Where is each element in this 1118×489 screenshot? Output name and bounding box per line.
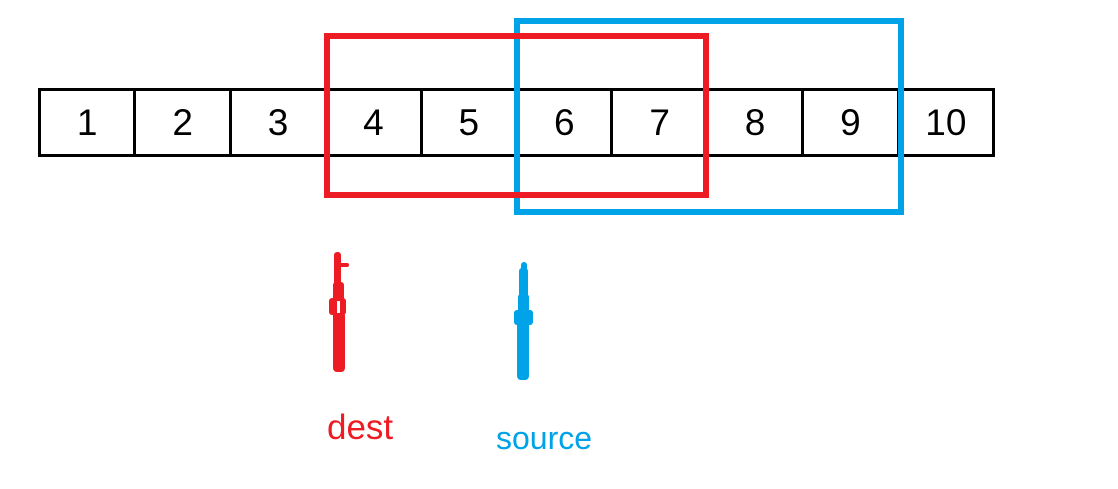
dest-pointer-mark <box>329 252 349 372</box>
array-cell-6: 6 <box>518 91 614 154</box>
array-cell-8: 8 <box>709 91 805 154</box>
array-cell-4: 4 <box>327 91 423 154</box>
array-cell-10: 10 <box>925 102 967 143</box>
array-cell-1: 1 <box>41 91 137 154</box>
dest-label: dest <box>327 408 394 447</box>
source-pointer-mark <box>514 262 533 380</box>
source-region-rectangle <box>514 18 904 215</box>
array-cell-2: 2 <box>136 91 232 154</box>
dest-region-rectangle <box>324 33 709 198</box>
source-label: source <box>496 420 593 456</box>
array-cell-3: 3 <box>232 91 328 154</box>
